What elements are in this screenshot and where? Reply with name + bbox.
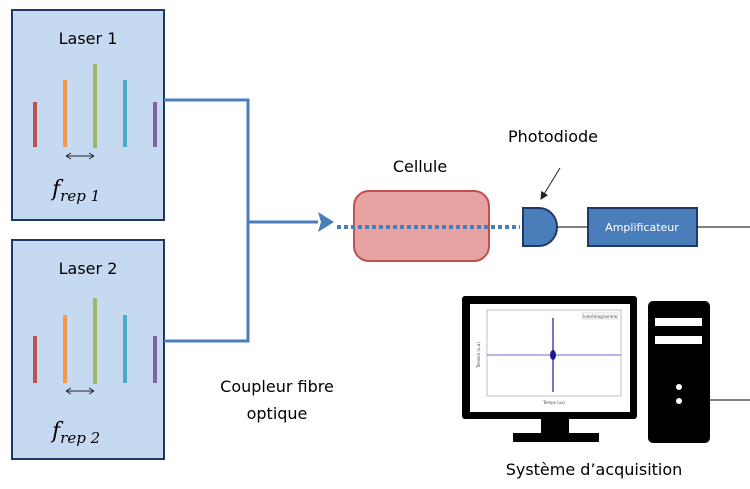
amplifier: Amplificateur bbox=[587, 207, 698, 247]
laser1-label: Laser 1 bbox=[59, 29, 118, 48]
laser2-label: Laser 2 bbox=[59, 259, 118, 278]
screen-plot-xlabel: Temps (us) bbox=[542, 400, 565, 405]
screen-plot-ylabel: Tension (u.a) bbox=[476, 342, 481, 369]
computer-tower bbox=[648, 301, 710, 443]
laser1-box: Laser 1 frep 1 bbox=[11, 9, 165, 221]
coupler-label-line1: Coupleur fibre bbox=[220, 377, 334, 396]
photodiode-pointer-arrow bbox=[540, 167, 561, 200]
monitor: Interferogramme Temps (us) Tension (u.a) bbox=[462, 296, 637, 442]
cell: Cellule bbox=[353, 157, 490, 262]
screen-plot-legend: Interferogramme bbox=[583, 314, 618, 319]
photodiode-label: Photodiode bbox=[508, 127, 598, 146]
monitor-stand bbox=[513, 433, 599, 442]
laser2-spacing-arrow bbox=[65, 387, 95, 395]
photodiode: Photodiode bbox=[508, 127, 598, 247]
amplifier-label: Amplificateur bbox=[605, 221, 679, 234]
cell-label: Cellule bbox=[393, 157, 447, 176]
laser1-spacing-arrow bbox=[65, 152, 95, 160]
screen-interferogram-plot: Interferogramme Temps (us) Tension (u.a) bbox=[476, 309, 622, 405]
acquisition-label: Système d’acquisition bbox=[506, 460, 683, 479]
laser2-box: Laser 2 frep 2 bbox=[11, 239, 165, 460]
monitor-screen bbox=[470, 304, 630, 412]
fiber-arrow-head bbox=[318, 212, 334, 232]
coupler-label-line2: optique bbox=[247, 404, 308, 423]
fiber-coupler bbox=[164, 98, 334, 343]
